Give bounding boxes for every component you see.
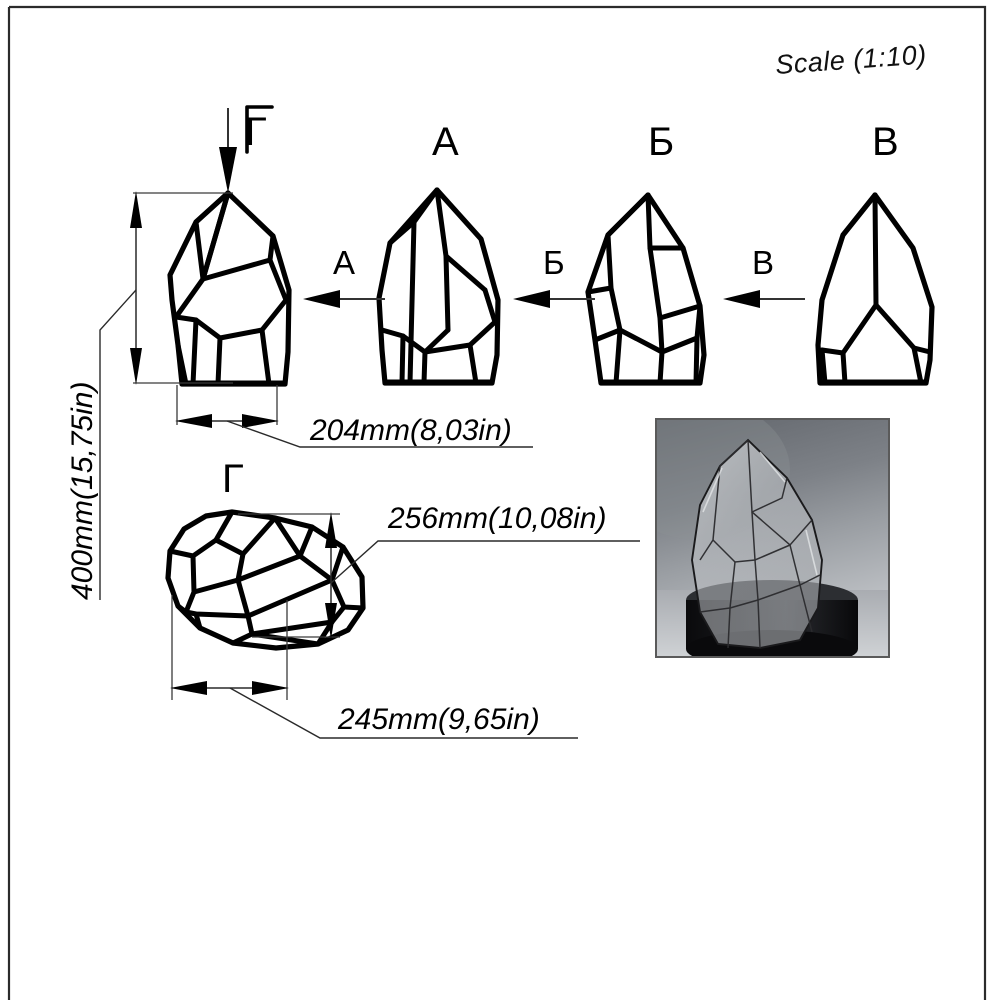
- crystal-g-outline: [167, 190, 292, 387]
- crystal-b-facet-6: [657, 315, 665, 355]
- flow-arrow-b: [513, 290, 595, 308]
- view-label-b-front: Б: [648, 120, 674, 164]
- crystal-a-facet-4: [443, 253, 451, 333]
- crystal-view-a-front: [376, 187, 501, 386]
- flow-arrow-v-head: [723, 290, 760, 308]
- dim-top-depth-arrow-bottom: [325, 603, 337, 639]
- dimension-height: [99, 191, 233, 600]
- crystal-g-facet-6: [190, 317, 199, 387]
- crystal-view-b-front: [585, 192, 707, 386]
- crystal-a-facet-2: [387, 219, 417, 246]
- crystal-top-facet-1: [167, 509, 235, 559]
- dimension-height-text: 400mm(15,75in): [66, 382, 99, 600]
- sheet-border: [9, 5, 987, 1000]
- crystal-b-facet-8: [694, 303, 703, 341]
- crystal-a-facet-5: [482, 287, 498, 325]
- product-photo-frame: [655, 418, 890, 658]
- crystal-v-facet-2: [819, 192, 879, 356]
- view-label-g-front: Г: [245, 110, 267, 154]
- flow-arrow-a-head: [303, 290, 340, 308]
- crystal-view-g-top: [165, 509, 366, 651]
- dimension-top-width: [170, 595, 578, 739]
- crystal-view-g-front: [167, 190, 292, 387]
- dimension-front-width-text: 204mm(8,03in): [309, 414, 512, 447]
- crystal-b-facet-9: [613, 327, 623, 386]
- crystal-g-facet-7: [215, 335, 223, 387]
- section-marker-g: [245, 105, 274, 154]
- view-label-g-top: Г: [222, 457, 244, 501]
- dim-top-width-arrow-right: [252, 681, 289, 695]
- dim-top-width-arrow-left: [170, 681, 207, 695]
- crystal-top-facet-3: [235, 551, 246, 583]
- crystal-v-facet-5: [840, 350, 848, 386]
- crystal-b-facet-1: [605, 192, 651, 291]
- crystal-top-facet-12: [230, 631, 255, 646]
- section-arrow-g-head: [219, 147, 237, 193]
- product-photo: [655, 418, 890, 658]
- flow-label-v: В: [752, 244, 774, 281]
- dim-height-arrow-top: [130, 191, 142, 228]
- flow-label-b: Б: [543, 244, 565, 281]
- flow-arrow-a: [303, 290, 385, 308]
- crystal-b-facet-7: [592, 327, 700, 355]
- crystal-top-facet-15: [193, 611, 203, 631]
- crystal-a-facet-8: [421, 349, 428, 386]
- crystal-top-facet-14: [249, 619, 335, 637]
- dim-front-width-arrow-left: [175, 414, 212, 428]
- dim-top-depth-arrow-top: [325, 512, 337, 548]
- flow-label-a: А: [333, 244, 355, 281]
- dimension-top-depth: [238, 512, 640, 639]
- crystal-g-facet-4: [267, 257, 289, 303]
- dim-height-arrow-bottom: [130, 348, 142, 385]
- crystal-v-facet-6: [819, 347, 828, 386]
- flow-arrow-v: [723, 290, 805, 308]
- dimension-top-width-text: 245mm(9,65in): [337, 703, 540, 736]
- crystal-top-facet-7: [175, 553, 197, 615]
- view-label-a-front: А: [432, 120, 459, 164]
- crystal-b-facet-2: [585, 285, 614, 295]
- crystal-v-facet-1: [840, 192, 878, 238]
- crystal-a-facet-7: [399, 333, 406, 386]
- dimension-top-depth-text: 256mm(10,08in): [387, 502, 606, 535]
- crystal-v-facet-4: [911, 345, 924, 386]
- crystal-b-facet-10: [657, 349, 665, 386]
- view-label-v-front: В: [872, 120, 899, 164]
- crystal-a-facet-10: [422, 327, 451, 355]
- dimension-front-width: [175, 385, 533, 448]
- crystal-a-facet-9: [467, 342, 479, 386]
- scale-title: Scale (1:10): [774, 39, 927, 80]
- crystal-b-facet-3: [608, 285, 623, 333]
- crystal-g-facet-8: [259, 327, 272, 387]
- flow-arrow-b-head: [513, 290, 550, 308]
- crystal-view-v-front: [815, 192, 935, 386]
- crystal-g-facet-9: [175, 342, 189, 387]
- section-arrow-g: [219, 105, 274, 193]
- crystal-b-facet-11: [693, 335, 700, 386]
- dim-front-width-arrow-right: [242, 414, 279, 428]
